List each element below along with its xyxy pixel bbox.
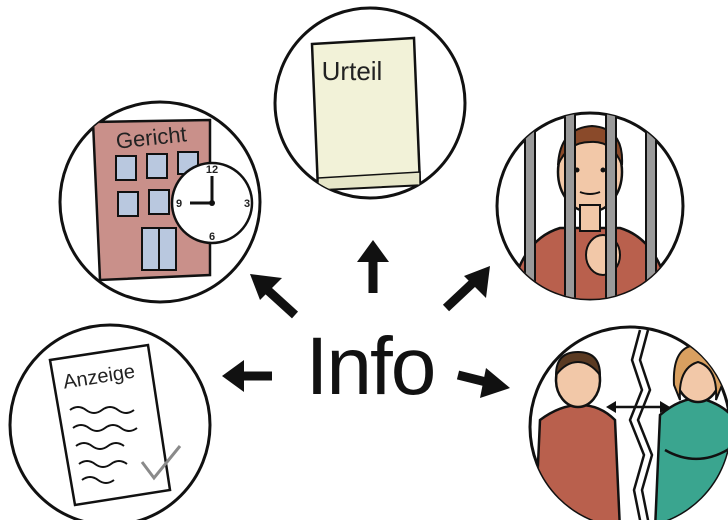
- arrow-up-right-icon: [442, 266, 490, 312]
- arrow-right-icon: [456, 368, 510, 398]
- arrow-up-left-icon: [250, 274, 299, 319]
- verdict-label: Urteil: [322, 56, 383, 86]
- clock-number-6: 6: [209, 231, 215, 243]
- prison-bars-icon: [524, 113, 657, 299]
- prison-bubble: [495, 111, 685, 301]
- report-bubble: Anzeige: [8, 323, 212, 525]
- crack-line: [628, 329, 646, 525]
- center-info-label: Info: [305, 321, 437, 412]
- clock-number-12: 12: [206, 164, 218, 176]
- arrow-left-icon: [222, 360, 272, 392]
- arrow-up-icon: [357, 240, 389, 293]
- clock-number-3: 3: [244, 198, 250, 210]
- double-arrow-icon: [606, 401, 670, 413]
- checkmark-icon: [140, 445, 182, 481]
- verdict-bubble: Urteil: [273, 6, 467, 200]
- court-bubble: 12 3 6 9 Gericht: [58, 100, 262, 304]
- separation-bubble: [528, 325, 728, 525]
- clock-number-9: 9: [176, 198, 182, 210]
- clock-icon: 12 3 6 9: [170, 161, 254, 245]
